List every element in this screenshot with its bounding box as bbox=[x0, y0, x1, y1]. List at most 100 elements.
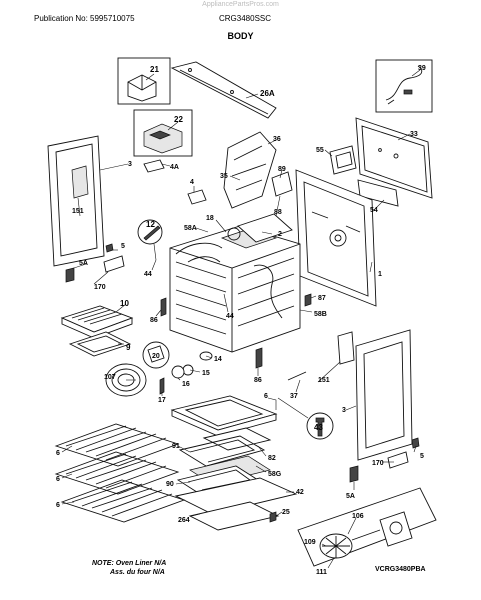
part-17-screw bbox=[159, 377, 165, 395]
part-86-hinge-left bbox=[160, 297, 167, 317]
callout-109: 109 bbox=[304, 539, 316, 546]
callout-26a: 26A bbox=[260, 89, 275, 98]
callout-15: 15 bbox=[202, 370, 210, 377]
callout-58a: 58A bbox=[184, 225, 197, 232]
callout-18: 18 bbox=[206, 215, 214, 222]
callout-1: 1 bbox=[378, 271, 382, 278]
part-33-rear-panel bbox=[355, 117, 433, 199]
callout-86-mid: 86 bbox=[254, 377, 262, 384]
part-4-clip bbox=[187, 189, 207, 205]
figure-reference: VCRG3480PBA bbox=[375, 566, 426, 573]
part-25-screw bbox=[269, 511, 277, 523]
callout-39: 39 bbox=[418, 65, 426, 72]
callout-14: 14 bbox=[214, 356, 222, 363]
part-58a-insulation bbox=[175, 242, 283, 319]
section-title: BODY bbox=[227, 31, 254, 41]
callout-42: 42 bbox=[296, 489, 304, 496]
part-42-bottom-panel bbox=[174, 477, 298, 515]
callout-labels: 21 26A 39 22 33 3 4A 36 55 89 4 35 151 5… bbox=[56, 65, 426, 576]
part-54-bracket bbox=[357, 179, 399, 207]
callout-43: 43 bbox=[314, 423, 323, 432]
part-3-left-side-panel bbox=[47, 135, 105, 267]
callout-89: 89 bbox=[278, 166, 286, 173]
publication-number: Publication No: 5995710075 bbox=[34, 14, 135, 23]
callout-3-right: 3 bbox=[342, 407, 346, 414]
callout-12: 12 bbox=[146, 220, 155, 229]
part-21-bracket bbox=[117, 57, 171, 105]
note-line-2: Ass. du four N/A bbox=[110, 569, 165, 576]
callout-87: 87 bbox=[318, 295, 326, 302]
part-12-sensor bbox=[137, 219, 163, 245]
callout-16: 16 bbox=[182, 381, 190, 388]
part-86-hinge-mid bbox=[255, 347, 263, 369]
callout-54: 54 bbox=[370, 207, 378, 214]
callout-44-mid: 44 bbox=[226, 313, 234, 320]
part-16-lens bbox=[171, 365, 185, 379]
part-5-screw-left bbox=[105, 243, 114, 253]
callout-2: 2 bbox=[278, 231, 282, 238]
part-106-fan-motor-group bbox=[297, 487, 437, 567]
watermark: AppliancePartsPros.com bbox=[202, 1, 279, 8]
part-170-hinge-left bbox=[103, 255, 125, 273]
callout-5-right: 5 bbox=[420, 453, 424, 460]
callout-151-left: 151 bbox=[72, 208, 84, 215]
callout-6-rack1: 6 bbox=[56, 450, 60, 457]
callout-151-right: 151 bbox=[318, 377, 330, 384]
part-170-hinge-right bbox=[387, 451, 409, 469]
callout-58g: 58G bbox=[268, 471, 282, 478]
callout-4: 4 bbox=[190, 179, 194, 186]
callout-37: 37 bbox=[290, 393, 298, 400]
callout-17: 17 bbox=[158, 397, 166, 404]
callout-5-left: 5 bbox=[121, 243, 125, 250]
part-87-plug bbox=[304, 293, 312, 307]
callout-4a: 4A bbox=[170, 164, 179, 171]
leader-lines bbox=[61, 69, 421, 569]
part-4a-bracket bbox=[143, 159, 165, 173]
part-151-bracket-right bbox=[337, 331, 355, 365]
callout-35: 35 bbox=[220, 173, 228, 180]
model-number: CRG3480SSC bbox=[219, 14, 272, 23]
part-6-oven-rack-1 bbox=[54, 423, 180, 467]
part-26a-top-brace bbox=[170, 61, 277, 119]
callout-86-left: 86 bbox=[150, 317, 158, 324]
callout-21: 21 bbox=[150, 65, 159, 74]
callout-6-rack2: 6 bbox=[56, 476, 60, 483]
callout-264: 264 bbox=[178, 517, 190, 524]
part-264-plate bbox=[188, 501, 280, 531]
callout-91: 91 bbox=[172, 443, 180, 450]
callout-58b: 58B bbox=[314, 311, 327, 318]
part-5-screw-right bbox=[411, 437, 420, 449]
part-22-module bbox=[133, 109, 193, 157]
part-1-rear-body bbox=[295, 169, 377, 307]
callout-25: 25 bbox=[282, 509, 290, 516]
callout-82: 82 bbox=[268, 455, 276, 462]
callout-5a-left: 5A bbox=[79, 260, 88, 267]
part-3-right-side-panel bbox=[355, 329, 413, 461]
callout-55: 55 bbox=[316, 147, 324, 154]
part-2-frame bbox=[237, 213, 293, 243]
part-36-vent-duct bbox=[223, 131, 277, 209]
part-55-bracket bbox=[329, 145, 357, 175]
callout-106: 106 bbox=[352, 513, 364, 520]
part-20-switch bbox=[142, 341, 170, 369]
part-91-bake-element bbox=[178, 435, 266, 467]
callout-20: 20 bbox=[152, 353, 160, 360]
callout-36: 36 bbox=[273, 136, 281, 143]
part-5a-foot-left bbox=[65, 267, 75, 283]
part-6-oven-rack-2 bbox=[54, 451, 180, 495]
callout-33: 33 bbox=[410, 131, 418, 138]
note-line-1: NOTE: Oven Liner N/A bbox=[92, 560, 167, 567]
callout-5a-right: 5A bbox=[346, 493, 355, 500]
callout-111: 111 bbox=[316, 569, 327, 576]
part-10-broiler-pan bbox=[60, 305, 134, 339]
callout-6-center: 6 bbox=[264, 393, 268, 400]
oven-cavity bbox=[169, 225, 301, 353]
callout-107: 107 bbox=[104, 374, 116, 381]
callout-22: 22 bbox=[174, 115, 183, 124]
part-43-bolt bbox=[306, 412, 334, 440]
callout-10: 10 bbox=[120, 299, 129, 308]
callout-170-left: 170 bbox=[94, 284, 106, 291]
part-37-wire bbox=[287, 371, 307, 381]
callout-6-rack3: 6 bbox=[56, 502, 60, 509]
